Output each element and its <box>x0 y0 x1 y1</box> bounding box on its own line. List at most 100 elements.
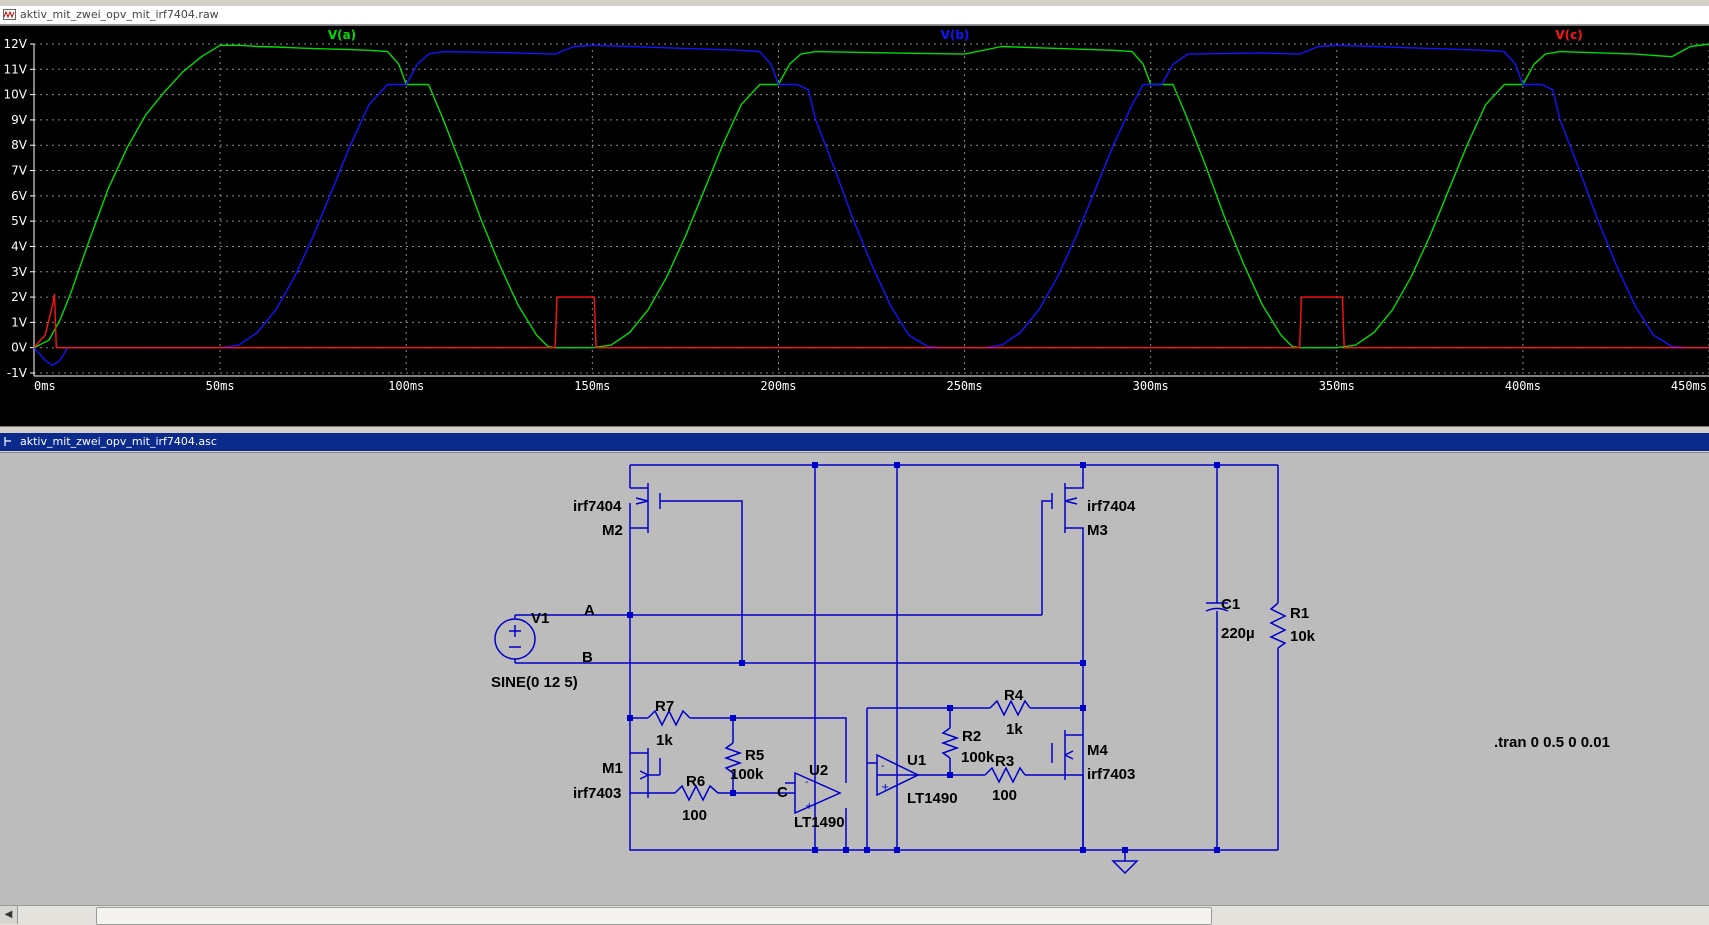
resistor-r4[interactable] <box>989 699 1031 717</box>
x-tick-label: 350ms <box>1319 379 1355 393</box>
y-tick-label: 4V <box>11 239 28 253</box>
y-tick-label: -1V <box>7 366 28 380</box>
y-tick-label: 10V <box>4 88 28 102</box>
schematic-window-titlebar[interactable]: aktiv_mit_zwei_opv_mit_irf7404.asc <box>0 433 1709 451</box>
u1-model-label: LT1490 <box>907 790 958 807</box>
m4-name-label: M4 <box>1087 742 1108 759</box>
tran-directive[interactable]: .tran 0 0.5 0 0.01 <box>1494 734 1610 751</box>
m1-name-label: M1 <box>602 760 623 777</box>
ground-symbol <box>1111 860 1139 875</box>
series-line-vc <box>33 293 1709 349</box>
x-tick-label: 450ms <box>1671 379 1707 393</box>
scrollbar-thumb[interactable] <box>96 907 1212 925</box>
m4-model-label: irf7403 <box>1087 766 1135 783</box>
voltage-source-v1[interactable] <box>494 615 536 663</box>
r3-value-label: 100 <box>992 787 1017 804</box>
x-tick-label: 300ms <box>1133 379 1169 393</box>
y-tick-label: 1V <box>11 315 28 329</box>
v1-value-label: SINE(0 12 5) <box>491 674 578 691</box>
series-line-vb <box>33 44 1709 367</box>
svg-text:-: - <box>805 777 809 788</box>
resistor-r5[interactable] <box>723 742 743 774</box>
r7-value-label: 1k <box>656 732 673 749</box>
x-tick-label: 200ms <box>760 379 796 393</box>
legend-vc: V(c) <box>1555 28 1582 42</box>
plot-window-titlebar[interactable]: aktiv_mit_zwei_opv_mit_irf7404.raw <box>0 6 1709 25</box>
wires <box>515 464 1279 861</box>
m3-model-label: irf7404 <box>1087 498 1136 515</box>
r4-name-label: R4 <box>1004 687 1024 704</box>
r6-name-label: R6 <box>686 773 705 790</box>
plot-window-title: aktiv_mit_zwei_opv_mit_irf7404.raw <box>20 8 219 21</box>
y-tick-label: 5V <box>11 214 28 228</box>
r5-name-label: R5 <box>745 747 764 764</box>
waveform-plot[interactable]: 0ms 50ms 100ms 150ms 200ms 250ms 300ms 350ms 400… <box>0 25 1709 427</box>
capacitor-c1[interactable] <box>1205 602 1229 629</box>
opamp-u1-symbol[interactable]: - + <box>876 753 920 797</box>
r1-name-label: R1 <box>1290 605 1309 622</box>
resistor-r6[interactable] <box>674 784 719 802</box>
mosfet-m4-symbol[interactable] <box>1051 730 1074 780</box>
m2-model-label: irf7404 <box>573 498 622 515</box>
y-tick-label: 9V <box>11 113 28 127</box>
x-tick-label: 100ms <box>388 379 424 393</box>
mosfet-m3-symbol[interactable] <box>1051 483 1078 533</box>
r3-name-label: R3 <box>995 753 1014 770</box>
junctions <box>627 462 1220 853</box>
mosfet-m2-symbol[interactable] <box>635 483 661 533</box>
m1-model-label: irf7403 <box>573 785 621 802</box>
horizontal-scrollbar[interactable]: ◀ <box>0 905 1709 925</box>
series-line-va <box>33 43 1709 349</box>
y-tick-label: 0V <box>11 341 28 355</box>
r7-name-label: R7 <box>655 698 674 715</box>
r2-name-label: R2 <box>962 728 981 745</box>
x-tick-label: 0ms <box>34 379 56 393</box>
resistor-r3[interactable] <box>984 766 1026 784</box>
svg-text:+: + <box>805 801 813 812</box>
legend-vb: V(b) <box>941 28 970 42</box>
schematic-window-title: aktiv_mit_zwei_opv_mit_irf7404.asc <box>20 435 217 448</box>
svg-text:-: - <box>881 761 885 772</box>
y-tick-label: 12V <box>4 37 28 51</box>
plot-grid <box>33 43 1709 374</box>
svg-text:+: + <box>881 782 889 793</box>
r6-value-label: 100 <box>682 807 707 824</box>
c1-value-label: 220µ <box>1221 625 1255 642</box>
resistor-r7[interactable] <box>647 709 691 727</box>
y-tick-label: 7V <box>11 164 28 178</box>
opamp-u2-symbol[interactable]: - + <box>794 771 842 815</box>
net-c-label: C <box>777 784 788 801</box>
waveform-chart[interactable]: 0ms 50ms 100ms 150ms 200ms 250ms 300ms 350ms 400… <box>0 26 1709 426</box>
y-tick-label: 11V <box>4 62 28 76</box>
r2-value-label: 100k <box>961 749 995 766</box>
plot-legend[interactable]: V(a)V(b)V(c) <box>328 28 1583 42</box>
r5-value-label: 100k <box>730 766 764 783</box>
component-labels: irf7404 M2 irf7404 M3 M1 irf7403 M4 irf7… <box>491 498 1316 831</box>
scroll-left-icon[interactable]: ◀ <box>0 906 18 924</box>
u1-name-label: U1 <box>907 752 926 769</box>
plot-axes: 0ms 50ms 100ms 150ms 200ms 250ms 300ms 350ms 400… <box>4 37 1709 393</box>
y-tick-label: 6V <box>11 189 28 203</box>
waveform-window-icon <box>3 9 16 20</box>
u2-model-label: LT1490 <box>794 814 845 831</box>
u2-name-label: U2 <box>809 762 828 779</box>
x-tick-label: 50ms <box>206 379 235 393</box>
y-tick-label: 8V <box>11 138 28 152</box>
net-b-label: B <box>582 649 593 666</box>
resistor-r2[interactable] <box>940 727 960 759</box>
c1-name-label: C1 <box>1221 596 1240 613</box>
x-tick-label: 250ms <box>946 379 982 393</box>
x-tick-label: 400ms <box>1505 379 1541 393</box>
plot-series <box>33 43 1709 367</box>
r4-value-label: 1k <box>1006 721 1023 738</box>
y-tick-label: 2V <box>11 290 28 304</box>
x-tick-label: 150ms <box>574 379 610 393</box>
schematic-canvas[interactable]: - + - + irf7404 M2 irf7404 M3 M1 irf7403… <box>0 452 1709 906</box>
schematic-drawing[interactable]: - + - + irf7404 M2 irf7404 M3 M1 irf7403… <box>0 453 1709 906</box>
v1-name-label: V1 <box>531 610 549 627</box>
m3-name-label: M3 <box>1087 522 1108 539</box>
y-tick-label: 3V <box>11 265 28 279</box>
resistor-r1[interactable] <box>1269 602 1287 649</box>
r1-value-label: 10k <box>1290 628 1316 645</box>
mosfet-m1-symbol[interactable] <box>639 748 661 798</box>
